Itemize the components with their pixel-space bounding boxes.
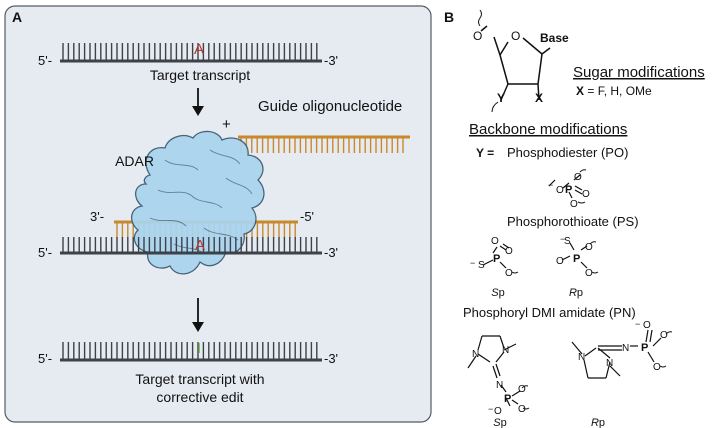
svg-text:O: O [574, 172, 582, 183]
strand-bottom-5prime: 5'- [38, 351, 52, 366]
svg-text:O: O [556, 256, 564, 267]
svg-text:−: − [548, 180, 553, 190]
backbone-mod-heading: Backbone modifications [469, 121, 627, 138]
po-label: Phosphodiester (PO) [507, 145, 628, 160]
svg-text:O: O [494, 406, 502, 417]
strand-bottom-base-i: I [197, 340, 201, 357]
svg-text:−: − [560, 234, 565, 244]
panel-b-label: B [444, 9, 454, 25]
svg-text:N: N [502, 345, 509, 356]
strand-bottom-3prime: -3' [324, 351, 338, 366]
sugar-x-label: X [535, 91, 543, 105]
svg-text:S: S [564, 236, 571, 247]
arrow-down-icon [192, 298, 204, 332]
svg-text:O: O [570, 199, 578, 210]
sugar-mod-heading: Sugar modifications [573, 64, 705, 81]
adar-label: ADAR [115, 153, 154, 169]
svg-text:Rp: Rp [591, 417, 605, 428]
sugar-base-label: Base [540, 31, 569, 45]
svg-text:O: O [518, 404, 526, 415]
duplex-base-a: A [195, 237, 205, 254]
panel-a-label: A [12, 9, 22, 25]
arrow-down-icon [192, 88, 204, 116]
svg-text:O: O [556, 185, 564, 196]
svg-text:P: P [493, 253, 500, 265]
svg-text:N: N [472, 349, 479, 360]
svg-text:O: O [653, 362, 661, 373]
svg-text:N: N [606, 358, 613, 369]
svg-text:P: P [641, 342, 648, 354]
svg-text:−: − [635, 319, 640, 329]
svg-text:N: N [496, 380, 503, 391]
duplex-target-strand [60, 237, 322, 255]
backbone-y-eq: Y = [476, 146, 494, 160]
phosphoryl-dmi-amidate-rp-structure: N N N P O O O − Rp [571, 319, 673, 428]
edited-caption-line2: corrective edit [156, 389, 243, 405]
svg-text:O: O [505, 268, 513, 279]
svg-text:O: O [505, 246, 513, 257]
svg-text:−: − [488, 404, 493, 414]
strand-top-caption: Target transcript [150, 67, 250, 83]
svg-text:O: O [585, 242, 593, 253]
strand-top-3prime: -3' [324, 53, 338, 68]
svg-text:O: O [660, 330, 668, 341]
sugar-y-label: Y [497, 91, 505, 105]
ps-label: Phosphorothioate (PS) [507, 214, 639, 229]
svg-text:Rp: Rp [569, 287, 583, 299]
edited-caption-line1: Target transcript with [135, 371, 264, 387]
svg-text:O: O [582, 189, 590, 200]
phosphorothioate-sp-structure: O S P O O − Sp [470, 236, 519, 299]
svg-text:P: P [504, 393, 511, 405]
svg-text:N: N [578, 352, 585, 363]
svg-text:−: − [470, 258, 475, 268]
pn-label: Phosphoryl DMI amidate (PN) [463, 305, 636, 320]
sugar-o5-atom: O [473, 29, 482, 43]
duplex-target-3prime: -3' [324, 245, 338, 260]
svg-text:P: P [573, 253, 580, 265]
duplex-target-5prime: 5'- [38, 245, 52, 260]
target-strand-top [60, 43, 322, 63]
duplex-guide-5prime: -5' [300, 209, 314, 224]
svg-text:S: S [478, 260, 485, 271]
svg-text:O: O [585, 268, 593, 279]
phosphodiester-structure: O P O O O − [548, 169, 590, 210]
duplex-guide-3prime: 3'- [90, 209, 104, 224]
svg-text:O: O [491, 236, 499, 247]
strand-top-base-a: A [194, 41, 204, 58]
phosphoryl-dmi-amidate-sp-structure: N N N P O O O − Sp [467, 335, 530, 428]
sugar-ring-o-atom: O [511, 29, 520, 43]
svg-text:O: O [643, 320, 651, 331]
svg-text:Sp: Sp [493, 417, 506, 428]
svg-text:O: O [518, 384, 526, 395]
guide-oligonucleotide-strand [238, 135, 410, 153]
sugar-ring-structure [478, 9, 551, 113]
svg-text:P: P [565, 184, 572, 196]
plus-sign: + [222, 116, 231, 133]
svg-text:Sp: Sp [491, 287, 504, 299]
phosphorothioate-rp-structure: S O P O O − Rp [556, 234, 599, 299]
guide-caption: Guide oligonucleotide [258, 98, 402, 115]
strand-top-5prime: 5'- [38, 53, 52, 68]
target-strand-edited [60, 342, 322, 362]
svg-text:N: N [622, 343, 629, 354]
sugar-x-values: X = F, H, OMe [576, 84, 652, 98]
